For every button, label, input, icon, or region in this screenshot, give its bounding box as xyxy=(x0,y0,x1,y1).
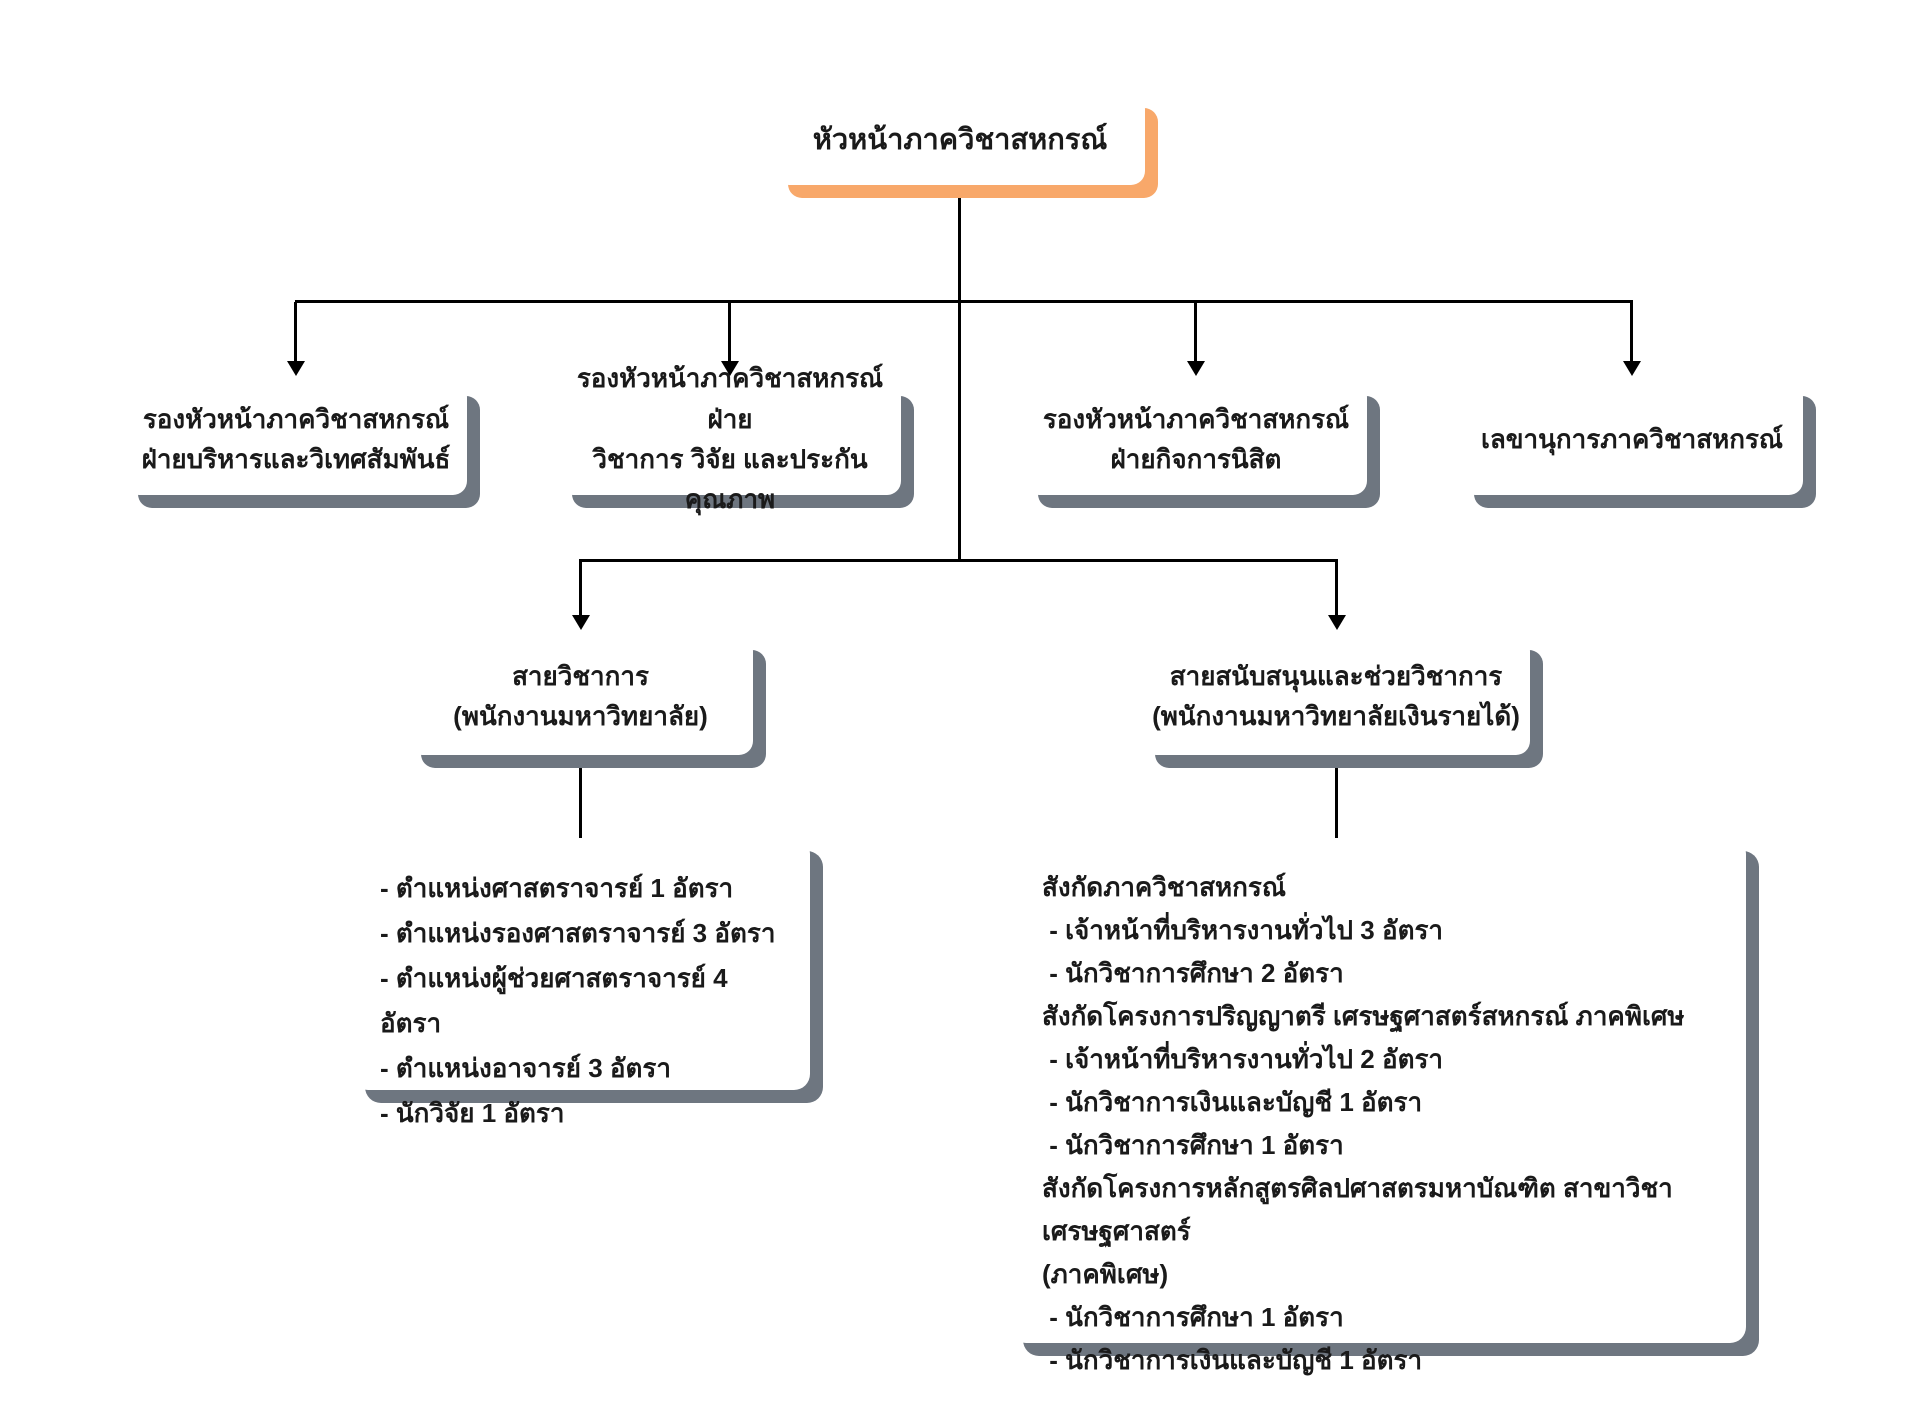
node-label-line1: สายสนับสนุนและช่วยวิชาการ xyxy=(1169,660,1503,691)
node-label-line2: ฝ่ายกิจการนิสิต xyxy=(1110,444,1282,474)
position-line: - นักวิชาการเงินและบัญชี 1 อัตรา xyxy=(1042,1087,1423,1117)
node-label-line1: รองหัวหน้าภาควิชาสหกรณ์ xyxy=(1042,403,1350,434)
position-line: สังกัดภาควิชาสหกรณ์ xyxy=(1042,872,1287,902)
connector-academic-detail xyxy=(579,755,582,839)
arrow-down-icon xyxy=(721,361,739,376)
connector-level3-bus xyxy=(579,559,1338,562)
node-label-line1: เลขานุการภาควิชาสหกรณ์ xyxy=(1480,423,1784,454)
position-line: - นักวิจัย 1 อัตรา xyxy=(380,1098,565,1128)
position-line: (ภาคพิเศษ) xyxy=(1042,1259,1169,1289)
node-deputy-head-admin-international: รองหัวหน้าภาควิชาสหกรณ์ ฝ่ายบริหารและวิเ… xyxy=(125,383,467,495)
position-line: สังกัดโครงการหลักสูตรศิลปศาสตรมหาบัณฑิต … xyxy=(1042,1173,1673,1246)
node-deputy-head-academic-research-qa: รองหัวหน้าภาควิชาสหกรณ์ฝ่าย วิชาการ วิจั… xyxy=(559,363,901,514)
node-label-line2: (พนักงานมหาวิทยาลัยเงินรายได้) xyxy=(1152,701,1520,731)
node-label-line1: รองหัวหน้าภาควิชาสหกรณ์ xyxy=(142,403,450,434)
detail-academic-positions: - ตำแหน่งศาสตราจารย์ 1 อัตรา - ตำแหน่งรอ… xyxy=(352,838,810,1128)
connector-support-detail xyxy=(1335,755,1338,839)
arrow-down-icon xyxy=(287,361,305,376)
detail-support-positions: สังกัดภาควิชาสหกรณ์ - เจ้าหน้าที่บริหารง… xyxy=(1010,838,1746,1375)
node-label: หัวหน้าภาควิชาสหกรณ์ xyxy=(812,123,1108,156)
arrow-down-icon xyxy=(572,615,590,630)
node-academic-line: สายวิชาการ (พนักงานมหาวิทยาลัย) xyxy=(408,637,753,755)
arrow-down-icon xyxy=(1623,361,1641,376)
position-line: - ตำแหน่งอาจารย์ 3 อัตรา xyxy=(380,1053,671,1083)
node-label-line2: วิชาการ วิจัย และประกันคุณภาพ xyxy=(592,444,868,515)
node-label-line2: (พนักงานมหาวิทยาลัย) xyxy=(453,701,708,731)
position-line: สังกัดโครงการปริญญาตรี เศรษฐศาสตร์สหกรณ์… xyxy=(1042,1001,1685,1031)
node-label-line1: รองหัวหน้าภาควิชาสหกรณ์ฝ่าย xyxy=(576,363,884,434)
position-line: - นักวิชาการศึกษา 1 อัตรา xyxy=(1042,1302,1344,1332)
arrow-down-icon xyxy=(1328,615,1346,630)
node-support-line: สายสนับสนุนและช่วยวิชาการ (พนักงานมหาวิท… xyxy=(1142,637,1530,755)
connector-level2-bus xyxy=(295,300,1633,303)
connector-stem-support-line xyxy=(1335,561,1338,616)
position-line: - นักวิชาการศึกษา 2 อัตรา xyxy=(1042,958,1344,988)
arrow-down-icon xyxy=(1187,361,1205,376)
position-line: - ตำแหน่งผู้ช่วยศาสตราจารย์ 4 อัตรา xyxy=(380,963,735,1038)
position-line: - นักวิชาการศึกษา 1 อัตรา xyxy=(1042,1130,1344,1160)
position-line: - เจ้าหน้าที่บริหารงานทั่วไป 3 อัตรา xyxy=(1042,915,1444,945)
node-label-line1: สายวิชาการ xyxy=(512,660,649,691)
node-deputy-head-student-affairs: รองหัวหน้าภาควิชาสหกรณ์ ฝ่ายกิจการนิสิต xyxy=(1025,383,1367,495)
position-line: - นักวิชาการเงินและบัญชี 1 อัตรา xyxy=(1042,1345,1423,1375)
connector-stem-academic-line xyxy=(579,561,582,616)
position-line: - ตำแหน่งรองศาสตราจารย์ 3 อัตรา xyxy=(380,918,776,948)
connector-stem-academic-affairs xyxy=(728,302,731,362)
node-label-line2: ฝ่ายบริหารและวิเทศสัมพันธ์ xyxy=(141,444,451,474)
connector-stem-admin xyxy=(294,302,297,362)
connector-stem-secretary xyxy=(1630,302,1633,362)
position-line: - ตำแหน่งศาสตราจารย์ 1 อัตรา xyxy=(380,873,734,903)
position-line: - เจ้าหน้าที่บริหารงานทั่วไป 2 อัตรา xyxy=(1042,1044,1444,1074)
connector-stem-student-affairs xyxy=(1194,302,1197,362)
node-department-secretary: เลขานุการภาควิชาสหกรณ์ xyxy=(1461,383,1803,495)
node-department-head: หัวหน้าภาควิชาสหกรณ์ xyxy=(775,95,1145,185)
connector-root-stem xyxy=(958,185,961,561)
